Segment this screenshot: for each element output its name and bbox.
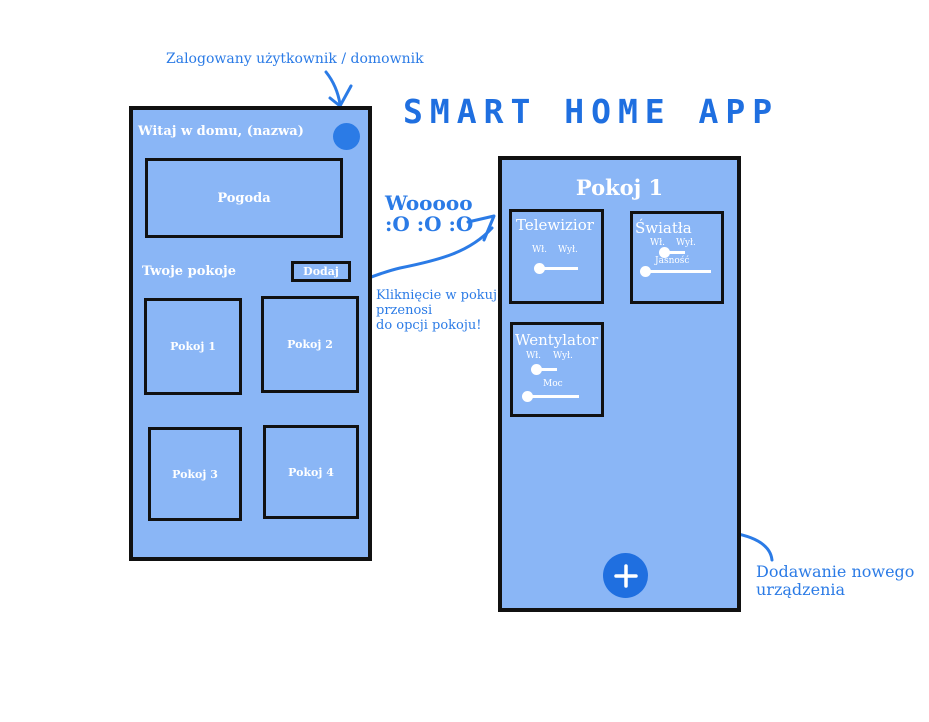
lights-name: Światła <box>635 219 692 237</box>
room-card-3[interactable]: Pokoj 3 <box>148 427 242 521</box>
user-annotation: Zalogowany użytkownik / domownik <box>166 51 424 67</box>
room-card-4[interactable]: Pokoj 4 <box>263 425 359 519</box>
lights-power-knob[interactable] <box>659 247 670 258</box>
weather-card[interactable]: Pogoda <box>145 158 343 238</box>
fan-name: Wentylator <box>515 331 599 349</box>
user-avatar[interactable] <box>333 123 360 150</box>
wow-line-1: Wooooo <box>385 191 473 215</box>
arrow-to-avatar <box>324 70 342 106</box>
click-note-line-1: Kliknięcie w pokuj <box>376 288 498 303</box>
add-room-label: Dodaj <box>303 265 339 278</box>
add-device-annotation: Dodawanie nowego urządzenia <box>756 563 914 599</box>
plus-icon <box>613 563 638 588</box>
click-annotation: Kliknięcie w pokuj przenosi do opcji pok… <box>376 288 497 333</box>
click-note-line-3: do opcji pokoju! <box>376 318 482 333</box>
fan-off-label: Wył. <box>553 351 573 361</box>
fan-on-label: Wł. <box>526 351 542 361</box>
welcome-text: Witaj w domu, (nazwa) <box>138 124 304 139</box>
fan-power-level-knob[interactable] <box>522 391 533 402</box>
add-device-button[interactable] <box>603 553 648 598</box>
fan-power-knob[interactable] <box>531 364 542 375</box>
fan-power-level-label: Moc <box>543 379 563 389</box>
tv-off-label: Wył. <box>558 245 578 255</box>
lights-power-track[interactable] <box>663 251 685 254</box>
tv-on-label: Wł. <box>532 245 548 255</box>
device-card-tv[interactable]: Telewizior Wł. Wył. <box>509 209 604 304</box>
room-title: Pokoj 1 <box>575 175 664 200</box>
lights-off-label: Wył. <box>676 238 696 248</box>
room-card-2[interactable]: Pokoj 2 <box>261 296 359 393</box>
lights-brightness-track[interactable] <box>647 270 711 273</box>
home-screen: Witaj w domu, (nazwa) Pogoda Twoje pokoj… <box>129 106 372 561</box>
fan-power-level-track[interactable] <box>527 395 579 398</box>
device-card-lights[interactable]: Światła Wł. Wył. Jasność <box>630 211 724 304</box>
lights-on-label: Wł. <box>650 238 666 248</box>
weather-label: Pogoda <box>217 190 271 206</box>
room-screen: Pokoj 1 Telewizior Wł. Wył. Światła Wł. … <box>498 156 741 612</box>
device-card-fan[interactable]: Wentylator Wł. Wył. Moc <box>510 322 604 417</box>
app-title: SMART HOME APP <box>403 92 780 131</box>
wow-line-2: :O :O :O <box>385 212 474 236</box>
fan-power-track[interactable] <box>535 368 557 371</box>
room-card-label: Pokoj 2 <box>287 338 333 351</box>
room-card-label: Pokoj 3 <box>172 467 218 481</box>
add-note-line-2: urządzenia <box>756 580 846 599</box>
wow-annotation: Wooooo :O :O :O <box>385 193 473 235</box>
click-note-line-2: przenosi <box>376 303 433 318</box>
room-card-1[interactable]: Pokoj 1 <box>144 298 242 395</box>
add-room-button[interactable]: Dodaj <box>291 261 351 282</box>
tv-name: Telewizior <box>516 216 594 234</box>
room-card-label: Pokoj 1 <box>170 340 216 353</box>
tv-power-knob[interactable] <box>534 263 545 274</box>
lights-brightness-label: Jasność <box>655 256 690 266</box>
tv-power-track[interactable] <box>538 267 578 270</box>
lights-brightness-knob[interactable] <box>640 266 651 277</box>
add-note-line-1: Dodawanie nowego <box>756 562 915 581</box>
rooms-heading: Twoje pokoje <box>142 264 237 279</box>
room-card-label: Pokoj 4 <box>288 465 334 479</box>
